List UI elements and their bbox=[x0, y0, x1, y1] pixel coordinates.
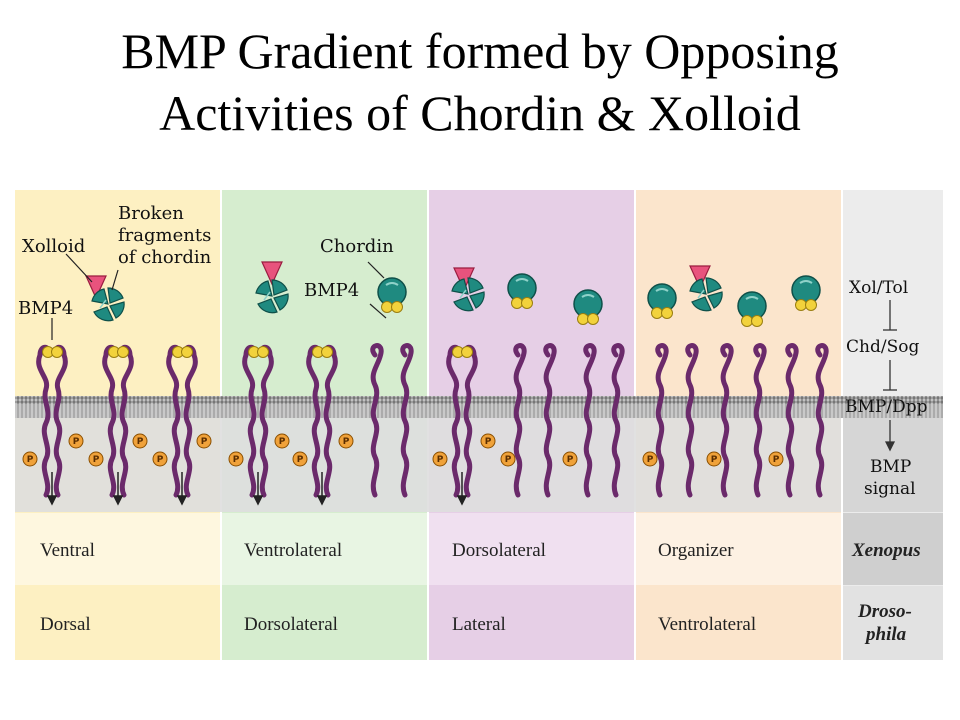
phosphate-circle bbox=[68, 433, 84, 449]
phosphate-circle bbox=[706, 451, 722, 467]
pathway-step-bmp-dpp: BMP/Dpp bbox=[845, 397, 928, 417]
caption-ventral-drosophila: Dorsal bbox=[40, 614, 91, 635]
pathway-step-xol-tol: Xol/Tol bbox=[849, 278, 908, 298]
label-broken-1: Broken bbox=[118, 203, 184, 224]
caption-ventrolateral-drosophila: Dorsolateral bbox=[244, 614, 338, 635]
pathway-step-signal: signal bbox=[864, 479, 916, 499]
label-broken-3: of chordin bbox=[118, 247, 212, 268]
caption-org-drosophila-bg bbox=[636, 586, 841, 660]
pathway-step-bmp: BMP bbox=[870, 457, 911, 477]
slide-title: BMP Gradient formed by Opposing Activiti… bbox=[0, 20, 960, 144]
caption-ventral-xenopus: Ventral bbox=[40, 540, 95, 561]
row-label-drosophila-1: Droso- bbox=[857, 601, 912, 622]
label-xolloid: Xolloid bbox=[22, 236, 85, 257]
phosphate-circle bbox=[480, 433, 496, 449]
caption-key-drosophila-bg bbox=[843, 586, 943, 660]
label-broken-2: fragments bbox=[118, 225, 211, 246]
caption-dorsolateral-drosophila: Lateral bbox=[452, 614, 506, 635]
label-bmp4-left: BMP4 bbox=[18, 298, 73, 319]
signal-arrows bbox=[46, 472, 468, 506]
phosphate-label: P bbox=[279, 437, 286, 447]
phosphate-label: P bbox=[297, 455, 304, 465]
caption-dl-xenopus-bg bbox=[429, 513, 634, 585]
caption-dorsolateral-xenopus: Dorsolateral bbox=[452, 540, 546, 561]
label-bmp4-center: BMP4 bbox=[304, 280, 359, 301]
phosphate-label: P bbox=[201, 437, 208, 447]
phosphate-label: P bbox=[233, 455, 240, 465]
row-label-drosophila-2: phila bbox=[864, 624, 907, 645]
phosphate-label: P bbox=[93, 455, 100, 465]
caption-organizer-drosophila: Ventrolateral bbox=[658, 614, 756, 635]
slide-title-line-1: BMP Gradient formed by Opposing bbox=[121, 23, 839, 79]
phosphate-circle bbox=[562, 451, 578, 467]
caption-vl-drosophila-bg bbox=[222, 586, 427, 660]
label-leader-lines bbox=[51, 253, 387, 340]
cytoplasm bbox=[15, 418, 841, 512]
caption-organizer-xenopus: Organizer bbox=[658, 540, 734, 561]
row-label-xenopus: Xenopus bbox=[851, 540, 921, 561]
caption-dl-drosophila-bg bbox=[429, 586, 634, 660]
phosphate-circle bbox=[338, 433, 354, 449]
phosphate-label: P bbox=[157, 455, 164, 465]
phosphate-circle bbox=[22, 451, 38, 467]
cytoplasm-key bbox=[843, 418, 943, 512]
phosphate-groups: P P P P P P P P P P P P P P P P P bbox=[22, 433, 784, 467]
phosphate-label: P bbox=[27, 455, 34, 465]
phosphate-circle bbox=[196, 433, 212, 449]
phosphate-label: P bbox=[437, 455, 444, 465]
phosphate-label: P bbox=[711, 455, 718, 465]
phosphate-circle bbox=[88, 451, 104, 467]
phosphate-label: P bbox=[343, 437, 350, 447]
phosphate-circle bbox=[152, 451, 168, 467]
label-chordin: Chordin bbox=[320, 236, 394, 257]
caption-ventral-xenopus-bg bbox=[15, 513, 220, 585]
phosphate-label: P bbox=[647, 455, 654, 465]
caption-key-xenopus-bg bbox=[843, 513, 943, 585]
phosphate-label: P bbox=[137, 437, 144, 447]
phosphate-label: P bbox=[773, 455, 780, 465]
cell-membrane bbox=[15, 396, 943, 418]
pathway-step-chd-sog: Chd/Sog bbox=[846, 337, 919, 357]
pathway-key: Xol/Tol Chd/Sog BMP/Dpp BMP signal bbox=[845, 278, 928, 499]
phosphate-circle bbox=[274, 433, 290, 449]
phosphate-circle bbox=[500, 451, 516, 467]
phosphate-circle bbox=[642, 451, 658, 467]
phosphate-circle bbox=[132, 433, 148, 449]
slide-title-line-2: Activities of Chordin & Xolloid bbox=[159, 85, 801, 141]
phosphate-circle bbox=[292, 451, 308, 467]
caption-ventral-drosophila-bg bbox=[15, 586, 220, 660]
caption-vl-xenopus-bg bbox=[222, 513, 427, 585]
phosphate-circle bbox=[768, 451, 784, 467]
caption-ventrolateral-xenopus: Ventrolateral bbox=[244, 540, 342, 561]
phosphate-label: P bbox=[73, 437, 80, 447]
phosphate-label: P bbox=[485, 437, 492, 447]
phosphate-label: P bbox=[505, 455, 512, 465]
phosphate-circle bbox=[228, 451, 244, 467]
phosphate-circle bbox=[432, 451, 448, 467]
phosphate-label: P bbox=[567, 455, 574, 465]
caption-org-xenopus-bg bbox=[636, 513, 841, 585]
